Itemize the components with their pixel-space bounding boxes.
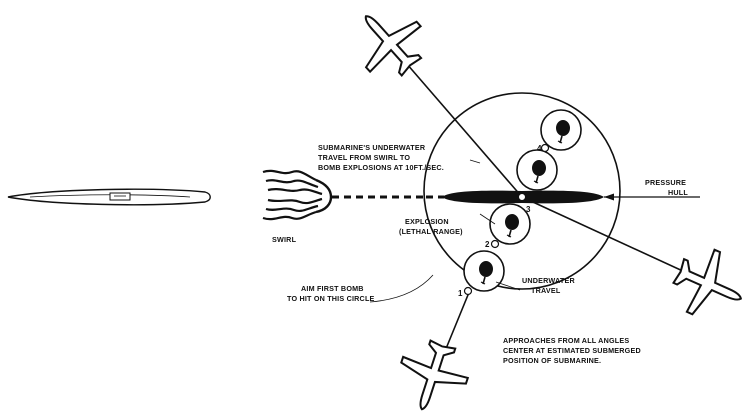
explosion-label-1: EXPLOSION [405, 217, 449, 226]
approach-line-2 [521, 196, 699, 279]
bomb-icon [489, 203, 531, 245]
aim-label-2: TO HIT ON THIS CIRCLE [287, 294, 375, 303]
travel-label-line-1: SUBMARINE'S UNDERWATER [318, 143, 426, 152]
swirl-label: SWIRL [272, 235, 297, 244]
approach-line-3 [442, 289, 471, 357]
bomb-number-1: 1 [458, 289, 463, 298]
underwater-travel-label-1: UNDERWATER [522, 276, 575, 285]
approach-note-3: POSITION OF SUBMARINE. [503, 356, 601, 365]
bomb-icon [540, 109, 582, 151]
bomb-number-2: 2 [485, 240, 490, 249]
airplane-icon [388, 333, 477, 414]
submarine-icon [7, 188, 211, 206]
approach-note-2: CENTER AT ESTIMATED SUBMERGED [503, 346, 641, 355]
travel-label-line-3: BOMB EXPLOSIONS AT 10FT./SEC. [318, 163, 444, 172]
pressure-hull-label-1: PRESSURE [645, 178, 686, 187]
explosion-label-2: (LETHAL RANGE) [399, 227, 463, 236]
bomb-number-3: 3 [526, 205, 531, 214]
airplane-icon [663, 238, 750, 331]
travel-label-line-2: TRAVEL FROM SWIRL TO [318, 153, 410, 162]
underwater-travel-label-2: TRAVEL [531, 286, 561, 295]
bomb-number-4: 4 [537, 144, 542, 153]
approach-line-1 [399, 55, 523, 198]
airplane-icon [339, 0, 438, 91]
swirl-icon [262, 169, 333, 221]
pressure-hull-label-2: HULL [668, 188, 688, 197]
aim-label-1: AIM FIRST BOMB [301, 284, 364, 293]
approach-note-1: APPROACHES FROM ALL ANGLES [503, 336, 629, 345]
bomb-icon [516, 149, 558, 191]
bomb-icon [463, 250, 505, 292]
